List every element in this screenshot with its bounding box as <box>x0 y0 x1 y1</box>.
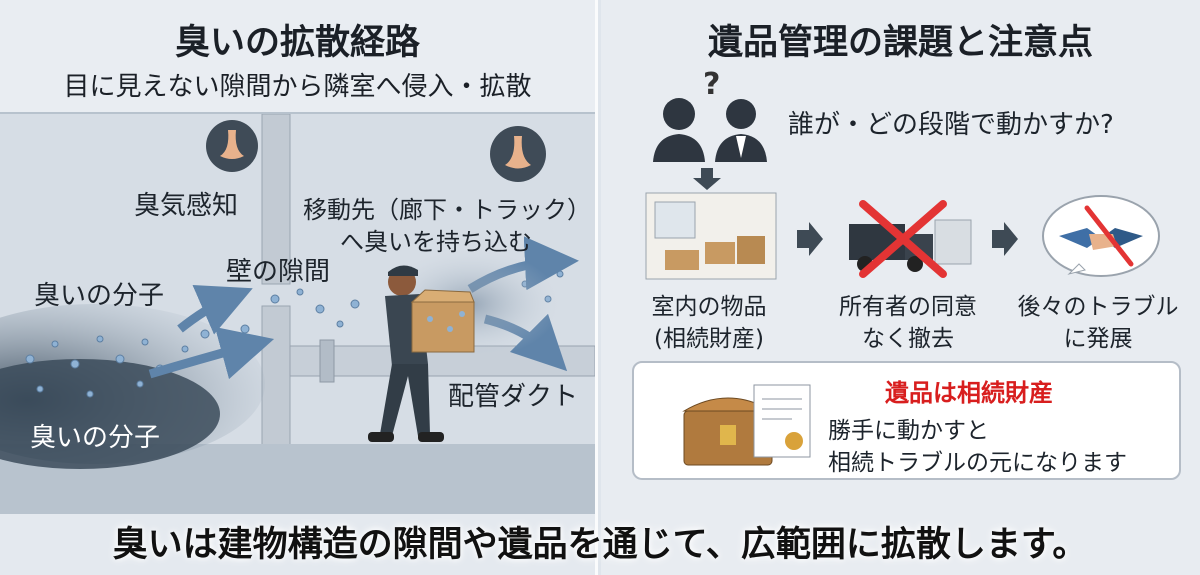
right-panel: 遺品管理の課題と注意点 ? 誰が・どの段階で動かすか? 室内 <box>601 0 1200 575</box>
cardboard-box-icon <box>410 289 475 353</box>
step-2-line-1: 所有者の同意 <box>839 294 977 320</box>
diffusion-scene <box>0 114 595 514</box>
wall-upper <box>261 114 291 285</box>
step-2-line-2: なく撤去 <box>862 326 954 352</box>
step-1-line-1: 室内の物品 <box>651 294 767 320</box>
step-1-caption: 室内の物品 (相続財産) <box>625 291 793 355</box>
label-molecule-lower: 臭いの分子 <box>30 423 161 453</box>
bottom-banner: 臭いは建物構造の隙間や遺品を通じて、広範囲に拡散します。 <box>0 498 1200 575</box>
step-3-caption: 後々のトラブル に発展 <box>1009 291 1187 355</box>
bottom-summary-text: 臭いは建物構造の隙間や遺品を通じて、広範囲に拡散します。 <box>112 525 1088 565</box>
right-title: 遺品管理の課題と注意点 <box>707 23 1093 63</box>
step-3-line-2: に発展 <box>1063 326 1133 352</box>
diffusion-arrow-2 <box>148 326 275 380</box>
step-2-caption: 所有者の同意 なく撤去 <box>823 291 993 355</box>
worker-figure <box>368 265 444 442</box>
right-arrow-icon <box>797 222 823 256</box>
question-text: 誰が・どの段階で動かすか? <box>788 110 1114 140</box>
label-odor-detect: 臭気感知 <box>134 191 239 221</box>
label-move-destination-2: へ臭いを持ち込む <box>340 228 532 256</box>
right-arrow-icon <box>992 222 1018 256</box>
room-items-icon <box>645 192 777 280</box>
note-line-1: 勝手に動かすと <box>828 418 989 444</box>
down-arrow-icon <box>693 168 721 190</box>
step-3-line-1: 後々のトラブル <box>1017 294 1179 320</box>
label-move-destination: 移動先（廊下・トラック） <box>303 196 591 224</box>
left-header: 臭いの拡散経路 目に見えない隙間から隣室へ侵入・拡散 <box>0 0 595 114</box>
people-question-icon: ? <box>653 67 767 190</box>
truck-crossed-icon <box>849 200 972 278</box>
left-panel: 臭いの拡散経路 目に見えない隙間から隣室へ侵入・拡散 <box>0 0 598 575</box>
nose-icon <box>490 126 546 182</box>
note-title: 遺品は相続財産 <box>885 379 1053 407</box>
wall-lower <box>261 305 291 447</box>
label-duct: 配管ダクト <box>448 382 579 412</box>
question-mark: ? <box>703 67 720 102</box>
treasure-chest-document-icon <box>682 384 811 466</box>
diffusion-arrow-1 <box>177 285 253 335</box>
step-1-line-2: (相続財産) <box>654 326 764 352</box>
nose-icon <box>206 120 258 172</box>
note-line-2: 相続トラブルの元になります <box>828 450 1127 476</box>
left-subtitle: 目に見えない隙間から隣室へ侵入・拡散 <box>63 72 532 102</box>
label-wall-gap: 壁の隙間 <box>226 257 331 287</box>
label-molecule-upper: 臭いの分子 <box>34 281 165 311</box>
inheritance-note-box: 遺品は相続財産 勝手に動かすと 相続トラブルの元になります <box>632 361 1181 480</box>
left-title: 臭いの拡散経路 <box>174 23 420 63</box>
handshake-broken-icon <box>1042 195 1160 277</box>
